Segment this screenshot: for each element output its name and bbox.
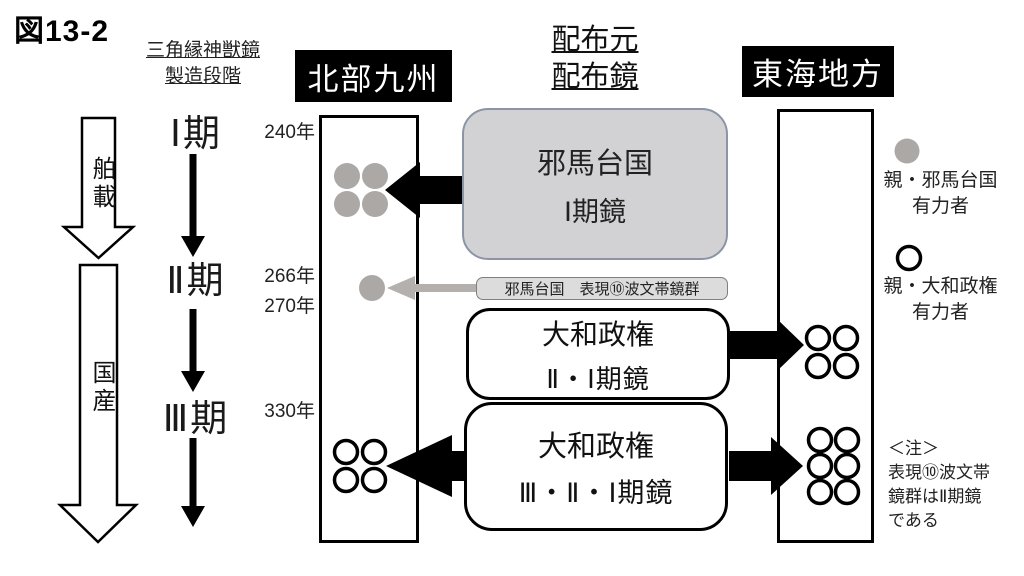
period-2-label: Ⅱ期 (166, 260, 226, 301)
white-mirror-icon (806, 478, 834, 506)
white-mirror-icon (360, 438, 388, 466)
year-270: 270年 (264, 296, 315, 317)
footnote: ＜注＞ 表現⑩波文帯 鏡群はⅡ期鏡 である (888, 437, 1024, 533)
period2-to-period3-arrow (181, 309, 205, 392)
period3-continuation-arrow (181, 438, 205, 527)
white-mirror-icon (832, 352, 860, 380)
legend-yamatai-line1: 親・邪馬台国 (883, 170, 998, 191)
kyushu-header: 北部九州 (295, 50, 452, 102)
gray-mirror-icon (334, 191, 360, 217)
yamato-period321-box: 大和政権 Ⅲ・Ⅱ・Ⅰ期鏡 (464, 402, 728, 531)
legend-yamato-line1: 親・大和政権 (883, 276, 998, 297)
legend-white-mirror-icon (895, 244, 923, 272)
footnote-line3: 鏡群はⅡ期鏡 (888, 487, 982, 506)
period-1-label: Ⅰ期 (170, 113, 222, 154)
distribution-heading: 配布元 配布鏡 (530, 22, 660, 96)
figure-title: 図13-2 (14, 15, 110, 48)
tokai-white-mirrors-mid (804, 324, 860, 380)
yamato321-box-line2: Ⅲ・Ⅱ・Ⅰ期鏡 (518, 478, 674, 508)
gray-mirror-icon (334, 163, 360, 189)
white-mirror-icon (332, 466, 360, 494)
kyushu-gray-mirrors (334, 163, 388, 217)
distribution-mirror-label: 配布鏡 (551, 61, 639, 93)
white-mirror-icon (806, 426, 834, 454)
footnote-line4: である (888, 511, 939, 530)
year-330: 330年 (264, 401, 315, 422)
yamato321-box-line1: 大和政権 (537, 431, 654, 463)
legend-yamatai-line2: 有力者 (911, 196, 969, 217)
gray-mirror-icon (362, 163, 388, 189)
distribution-source-label: 配布元 (551, 24, 639, 56)
gray-mirror-icon (362, 191, 388, 217)
footnote-line2: 表現⑩波文帯 (888, 463, 990, 482)
tokai-white-mirrors-bottom (806, 426, 861, 506)
kyushu-wave-gray-mirror-icon (359, 275, 385, 301)
period-3-label: Ⅲ期 (162, 398, 230, 439)
white-mirror-icon (360, 466, 388, 494)
imported-block-arrow (60, 116, 137, 260)
year-240: 240年 (264, 122, 315, 143)
yamato321-to-tokai-arrow (729, 437, 803, 495)
white-mirror-icon (804, 352, 832, 380)
yamatai-box-line1: 邪馬台国 (536, 147, 653, 180)
period1-to-period2-arrow (181, 154, 205, 257)
manufacturing-stage-line1: 三角縁神獣鏡 (145, 40, 260, 61)
manufacturing-stage-heading: 三角縁神獣鏡 製造段階 (128, 38, 278, 90)
yamato21-box-line2: Ⅱ・Ⅰ期鏡 (546, 363, 650, 394)
white-mirror-icon (332, 438, 360, 466)
domestic-block-arrow (56, 263, 140, 544)
kyushu-white-mirrors (332, 438, 388, 494)
year-266: 266年 (264, 266, 315, 287)
domestic-label: 国産 (88, 360, 115, 416)
legend-gray-mirror-icon (894, 138, 920, 164)
wave-mirrors-to-kyushu-arrow (387, 276, 477, 300)
legend-yamatai: 親・邪馬台国 有力者 (858, 168, 1023, 220)
yamatai-to-kyushu-arrow (385, 162, 463, 218)
yamatai-wave-mirror-box: 邪馬台国 表現⑩波文帯鏡群 (476, 277, 728, 300)
yamatai-box-line2: Ⅰ期鏡 (564, 196, 626, 227)
white-mirror-icon (806, 452, 834, 480)
imported-label: 舶載 (88, 156, 115, 212)
footnote-line1: ＜注＞ (888, 439, 939, 458)
legend-yamato-line2: 有力者 (911, 302, 969, 323)
white-mirror-icon (833, 452, 861, 480)
white-mirror-icon (832, 324, 860, 352)
yamatai-period1-box: 邪馬台国 Ⅰ期鏡 (462, 108, 728, 260)
white-mirror-icon (833, 478, 861, 506)
white-mirror-icon (833, 426, 861, 454)
yamato321-to-kyushu-arrow (386, 435, 465, 497)
tokai-header: 東海地方 (742, 46, 894, 97)
yamato21-box-line1: 大和政権 (541, 318, 654, 350)
yamato21-to-tokai-arrow (730, 319, 804, 371)
legend-yamato: 親・大和政権 有力者 (858, 274, 1023, 326)
manufacturing-stage-line2: 製造段階 (164, 66, 241, 87)
yamato-period21-box: 大和政権 Ⅱ・Ⅰ期鏡 (466, 308, 730, 400)
white-mirror-icon (804, 324, 832, 352)
